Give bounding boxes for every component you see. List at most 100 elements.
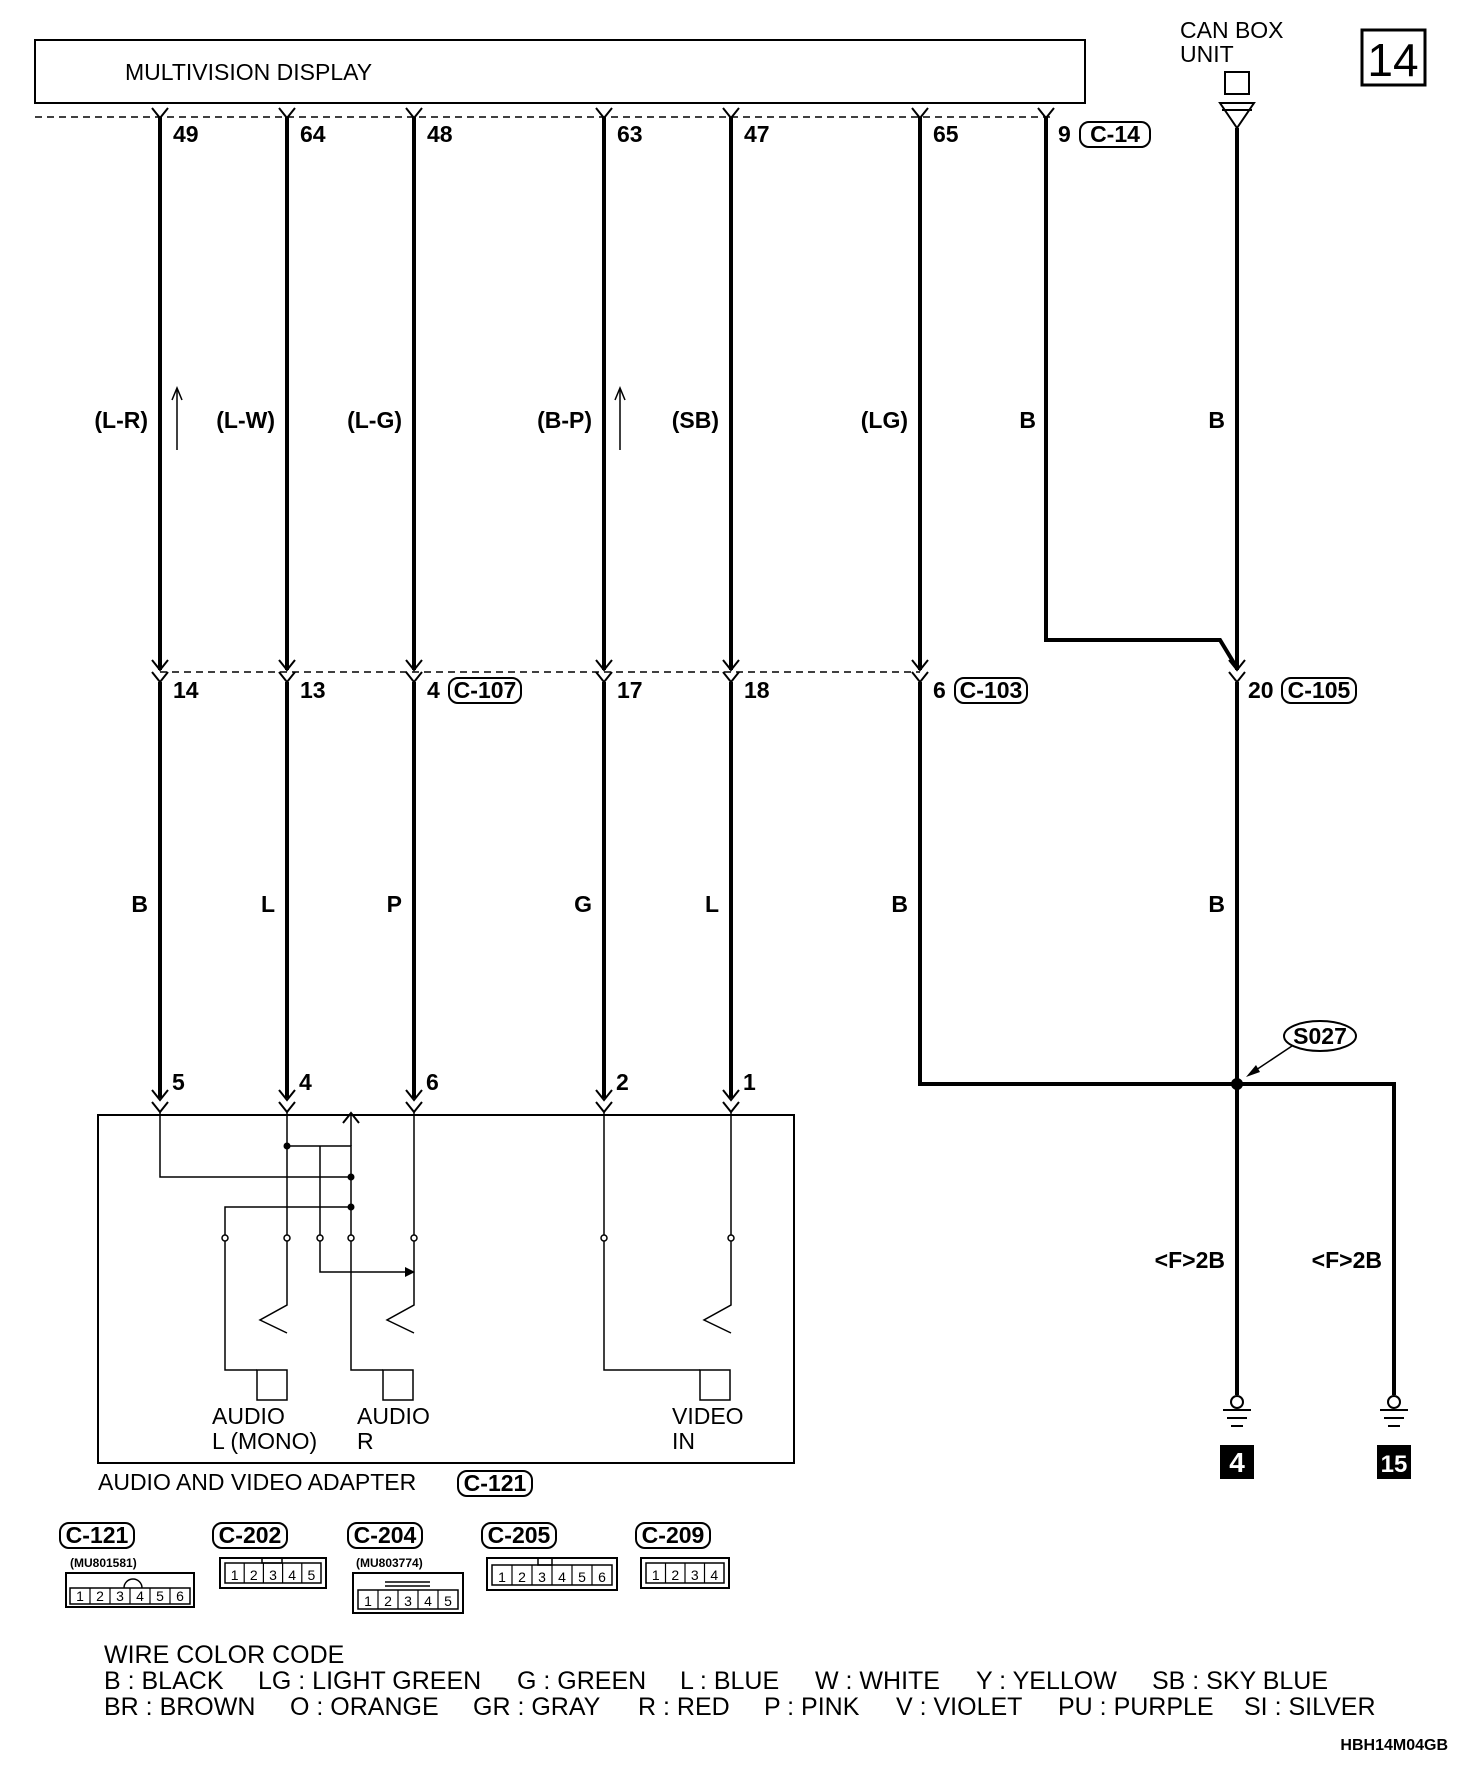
lower-wire-color-1: L bbox=[705, 891, 719, 917]
wire-color-48: (L-G) bbox=[347, 407, 402, 433]
legend-p: P : PINK bbox=[764, 1693, 860, 1721]
c14-connector-box bbox=[1079, 121, 1151, 148]
legend-o: O : ORANGE bbox=[290, 1693, 439, 1721]
mid-pins: 14 13 4 17 18 6 20 bbox=[173, 677, 1274, 703]
adapter-pins: 5 4 6 2 1 bbox=[172, 1069, 756, 1095]
wire-color-can: B bbox=[1208, 407, 1225, 433]
splice-s027-dot bbox=[1231, 1078, 1243, 1090]
signal-arrows bbox=[171, 386, 626, 450]
legend-g: G : GREEN bbox=[517, 1667, 646, 1695]
legend-b: B : BLACK bbox=[104, 1667, 224, 1695]
mid-pin-17: 17 bbox=[617, 677, 643, 703]
connector-pin-number: 3 bbox=[269, 1567, 277, 1583]
splice-s027-box bbox=[1283, 1020, 1357, 1052]
connector-pin-number: 5 bbox=[308, 1567, 316, 1583]
connector-pin-number: 2 bbox=[518, 1569, 526, 1585]
mid-pin-6: 6 bbox=[933, 677, 946, 703]
adapter-terminal-nodes bbox=[221, 1234, 735, 1242]
terminal-video-in-line1: VIDEO bbox=[672, 1403, 744, 1429]
wire-color-49: (L-R) bbox=[94, 407, 148, 433]
connector-pin-number: 3 bbox=[691, 1567, 699, 1583]
adapter-pin-5: 5 bbox=[172, 1069, 185, 1095]
top-pin-65: 65 bbox=[933, 121, 959, 147]
can-box-connector-symbol bbox=[1218, 102, 1256, 130]
top-terminal-chevrons bbox=[151, 107, 1055, 120]
upper-wires bbox=[158, 117, 1239, 670]
mid-pin-13: 13 bbox=[300, 677, 326, 703]
adapter-label: AUDIO AND VIDEO ADAPTER bbox=[98, 1469, 416, 1495]
connector-view-code: C-205 bbox=[488, 1522, 551, 1548]
lower-wires bbox=[158, 682, 1396, 1395]
legend-gr: GR : GRAY bbox=[473, 1693, 601, 1721]
c103-connector-label: C-103 bbox=[960, 677, 1023, 703]
lower-wire-color-2: G bbox=[574, 891, 592, 917]
figure-code: HBH14M04GB bbox=[1340, 1737, 1448, 1754]
wire-color-63: (B-P) bbox=[537, 407, 592, 433]
mid-pin-18: 18 bbox=[744, 677, 770, 703]
c14-connector-label: C-14 bbox=[1090, 121, 1140, 147]
legend-br: BR : BROWN bbox=[104, 1693, 255, 1721]
c107-connector-box bbox=[448, 677, 522, 704]
page-number: 14 bbox=[1367, 34, 1418, 86]
ground-point-15-box bbox=[1377, 1445, 1411, 1479]
terminal-audio-l-line2: L (MONO) bbox=[212, 1428, 317, 1454]
adapter-pin-2: 2 bbox=[616, 1069, 629, 1095]
page-number-box bbox=[1360, 28, 1427, 87]
connector-pin-number: 5 bbox=[578, 1569, 586, 1585]
ground-symbols bbox=[1223, 1395, 1408, 1427]
connector-pin-number: 1 bbox=[231, 1567, 239, 1583]
lower-wire-color-ground: B bbox=[891, 891, 908, 917]
connector-pin-number: 4 bbox=[136, 1588, 144, 1604]
lower-wire-color-can-ground: B bbox=[1208, 891, 1225, 917]
terminal-audio-r-line1: AUDIO bbox=[357, 1403, 430, 1429]
connector-pin-number: 4 bbox=[424, 1593, 432, 1609]
connector-pin-number: 6 bbox=[176, 1588, 184, 1604]
c105-connector-label: C-105 bbox=[1288, 677, 1351, 703]
connector-view-code: C-209 bbox=[642, 1522, 705, 1548]
adapter-pin-4: 4 bbox=[299, 1069, 312, 1095]
top-pin-64: 64 bbox=[300, 121, 326, 147]
ground-point-4-box bbox=[1220, 1445, 1254, 1479]
multivision-display-label: MULTIVISION DISPLAY bbox=[125, 59, 372, 85]
connector-pin-number: 3 bbox=[116, 1588, 124, 1604]
can-box-unit-label-1: CAN BOX bbox=[1180, 17, 1284, 43]
c105-connector-box bbox=[1281, 677, 1357, 704]
connector-pin-number: 2 bbox=[96, 1588, 104, 1604]
c121-connector-box bbox=[457, 1470, 533, 1497]
connector-pin-number: 6 bbox=[598, 1569, 606, 1585]
legend-y: Y : YELLOW bbox=[976, 1667, 1117, 1695]
ground-wire-label-1: <F>2B bbox=[1155, 1247, 1225, 1273]
legend-r: R : RED bbox=[638, 1693, 730, 1721]
connector-view-part: (MU803774) bbox=[356, 1556, 423, 1570]
upper-wire-colors: (L-R) (L-W) (L-G) (B-P) (SB) (LG) B B bbox=[94, 407, 1225, 433]
connector-view-code: C-121 bbox=[66, 1522, 129, 1548]
adapter-internal-wiring bbox=[159, 1112, 732, 1401]
lower-wire-color-5: B bbox=[131, 891, 148, 917]
terminal-audio-l-line1: AUDIO bbox=[212, 1403, 285, 1429]
legend-si: SI : SILVER bbox=[1244, 1693, 1376, 1721]
splice-s027-label: S027 bbox=[1293, 1023, 1347, 1049]
ground-wire-label-2: <F>2B bbox=[1312, 1247, 1382, 1273]
terminal-audio-r-line2: R bbox=[357, 1428, 374, 1454]
wire-color-64: (L-W) bbox=[216, 407, 275, 433]
connector-view-c202: C-202 bbox=[212, 1522, 327, 1589]
connector-pin-number: 1 bbox=[76, 1588, 84, 1604]
ground-wire-labels: <F>2B <F>2B bbox=[1155, 1247, 1382, 1273]
top-pins: 49 64 48 63 47 65 9 bbox=[173, 121, 1071, 147]
connector-pin-number: 5 bbox=[444, 1593, 452, 1609]
can-box-pin-box bbox=[1224, 71, 1250, 95]
mid-pin-4: 4 bbox=[427, 677, 440, 703]
lower-wire-color-6: P bbox=[387, 891, 402, 917]
top-pin-9: 9 bbox=[1058, 121, 1071, 147]
connector-pin-number: 2 bbox=[671, 1567, 679, 1583]
audio-video-adapter-box bbox=[97, 1114, 795, 1464]
ground-point-4: 4 bbox=[1229, 1447, 1245, 1478]
legend-sb: SB : SKY BLUE bbox=[1152, 1667, 1328, 1695]
wire-color-65: (LG) bbox=[861, 407, 908, 433]
top-pin-49: 49 bbox=[173, 121, 199, 147]
top-pin-47: 47 bbox=[744, 121, 770, 147]
c103-connector-box bbox=[954, 677, 1028, 704]
connector-pin-number: 5 bbox=[156, 1588, 164, 1604]
lower-wire-color-4: L bbox=[261, 891, 275, 917]
connector-view-c204: C-204 (MU803774) bbox=[347, 1522, 464, 1614]
